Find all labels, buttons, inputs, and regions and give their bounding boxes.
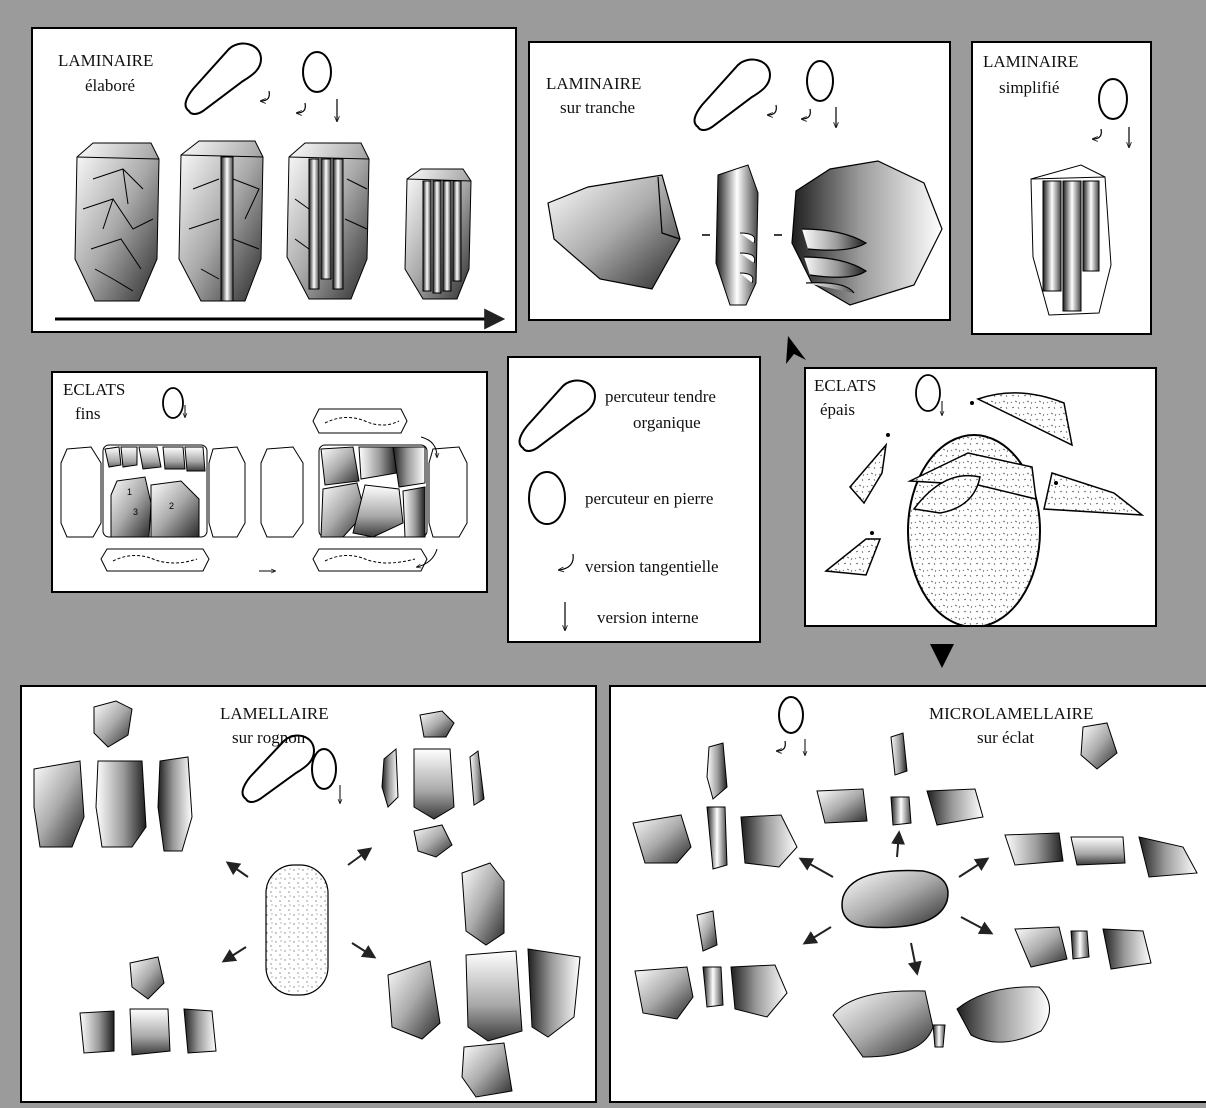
stone-hammer-icon — [312, 749, 336, 789]
laminaire-tranche-drawing — [530, 43, 951, 321]
flake — [826, 539, 880, 575]
scar-number: 1 — [127, 487, 132, 497]
stone-hammer-icon — [807, 61, 833, 101]
stone-hammer-icon — [916, 375, 940, 411]
core-group-bottom-left — [80, 957, 216, 1055]
flake — [1044, 473, 1142, 515]
core-group-bottom-right — [388, 863, 580, 1097]
core-4 — [405, 169, 471, 299]
core-edge-view — [716, 165, 758, 305]
nodule — [266, 865, 328, 995]
flake — [850, 445, 886, 503]
panel-eclats-fins: ECLATS fins 1 2 3 — [51, 371, 488, 593]
arrowhead-to-tranche — [786, 336, 806, 364]
legend-panel: percuteur tendre organique percuteur en … — [507, 356, 761, 643]
flake — [978, 393, 1072, 445]
core-1 — [75, 143, 159, 301]
laminaire-simplifie-drawing — [973, 43, 1152, 335]
soft-hammer-icon — [186, 44, 261, 114]
legend-tangential-label: version tangentielle — [585, 556, 719, 577]
flake-blank — [842, 871, 948, 928]
lamellaire-drawing — [22, 687, 597, 1103]
eclats-epais-drawing — [806, 369, 1157, 627]
panel-eclats-epais: ECLATS épais — [804, 367, 1157, 627]
nodule-right — [792, 161, 942, 305]
core-face-2 — [319, 445, 427, 537]
panel-laminaire-elabore: LAMINAIRE élaboré — [31, 27, 517, 333]
stone-hammer-icon — [779, 697, 803, 733]
panel-lamellaire: LAMELLAIRE sur rognon — [20, 685, 597, 1103]
soft-hammer-icon — [520, 381, 595, 451]
side-view-right — [209, 447, 245, 537]
legend-stone-hammer-label: percuteur en pierre — [585, 488, 713, 509]
microlamellaire-drawing — [611, 687, 1206, 1103]
core-group-top-left — [34, 701, 192, 851]
core-simplified — [1031, 165, 1111, 315]
core-2 — [179, 141, 263, 301]
stone-hammer-icon — [1099, 79, 1127, 119]
legend-internal-label: version interne — [597, 607, 699, 628]
arrowhead-to-microlamellaire — [930, 644, 954, 668]
core-face-1 — [103, 445, 207, 537]
panel-laminaire-tranche: LAMINAIRE sur tranche — [528, 41, 951, 321]
legend-soft-hammer-label: percuteur tendre — [605, 386, 716, 407]
stone-hammer-icon — [303, 52, 331, 92]
side-view-left — [61, 447, 101, 537]
top-view — [313, 409, 407, 433]
soft-hammer-icon — [695, 60, 770, 130]
nodule-left — [548, 175, 680, 289]
core-group-top-right — [382, 711, 484, 857]
soft-hammer-icon — [243, 736, 314, 802]
laminaire-elabore-drawing — [33, 29, 517, 333]
tangential-arrow-icon — [559, 554, 573, 570]
scar-number: 3 — [133, 507, 138, 517]
legend-soft-hammer-label-2: organique — [633, 412, 701, 433]
panel-microlamellaire: MICROLAMELLAIRE sur éclat — [609, 685, 1206, 1103]
stone-hammer-icon — [529, 472, 565, 524]
panel-laminaire-simplifie: LAMINAIRE simplifié — [971, 41, 1152, 335]
stone-hammer-icon — [163, 388, 183, 418]
eclats-fins-drawing: 1 2 3 — [53, 373, 488, 593]
tangential-arrow-icon — [261, 91, 269, 101]
core-3 — [287, 143, 369, 299]
scar-number: 2 — [169, 501, 174, 511]
